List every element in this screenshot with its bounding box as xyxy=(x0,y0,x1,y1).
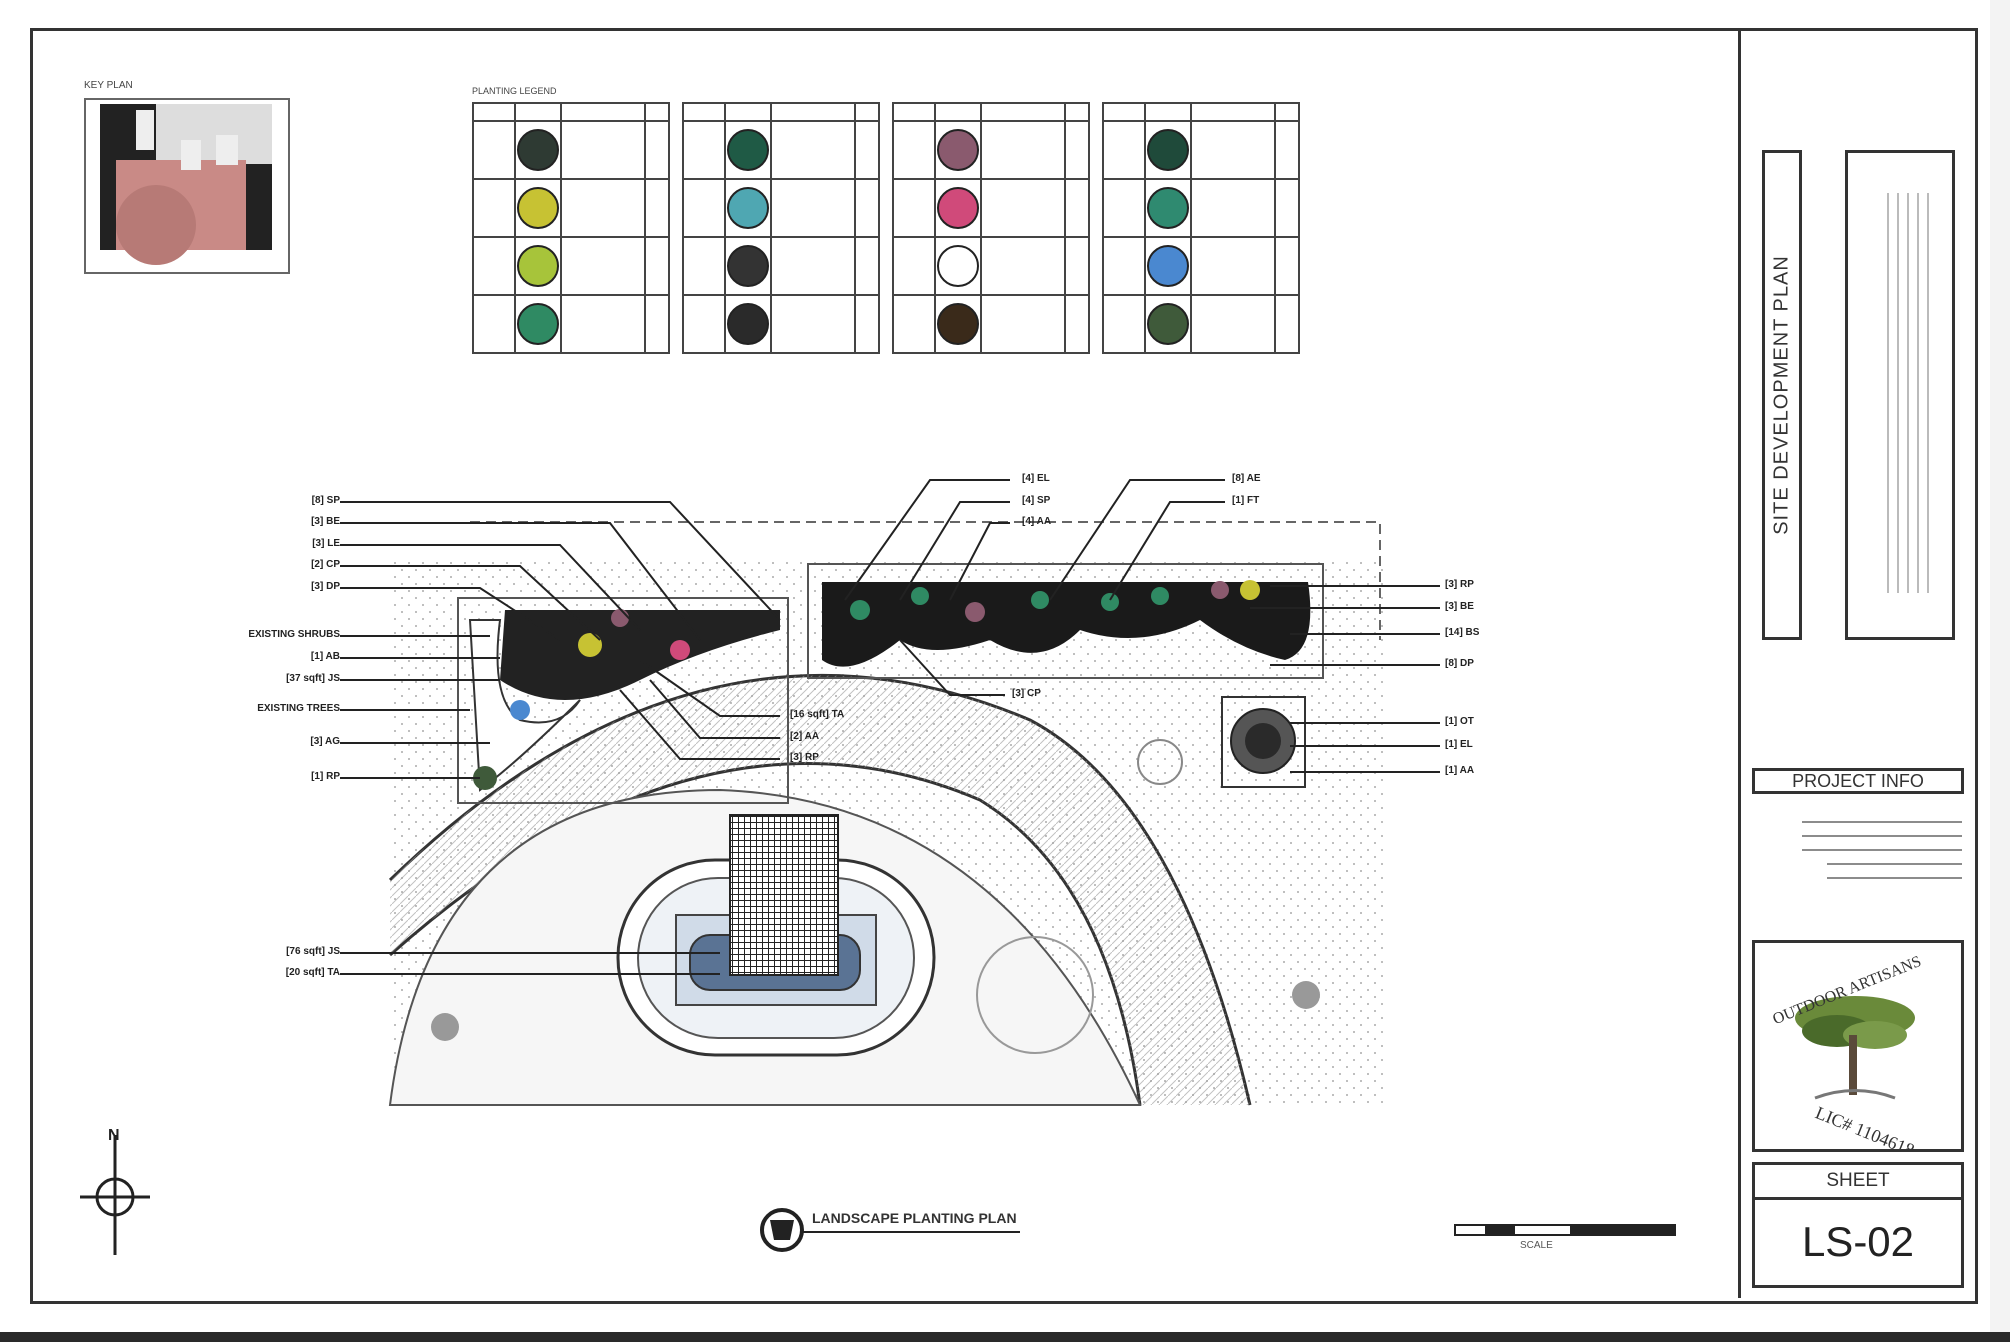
callout-label: [3] BE xyxy=(1445,601,1474,612)
callout-label: [8] AE xyxy=(1232,473,1261,484)
key-plan-label: KEY PLAN xyxy=(84,80,133,91)
legend-table xyxy=(892,102,1090,354)
plant-symbol-icon xyxy=(1147,187,1189,229)
callout-label: [1] RP xyxy=(311,771,340,782)
logo-text-bottom: LIC# 1104618 xyxy=(1813,1102,1918,1149)
callout-label: [2] AA xyxy=(790,731,820,742)
callout-label: [3] RP xyxy=(790,752,819,763)
sheet-title-vertical: SITE DEVELOPMENT PLAN xyxy=(1762,150,1802,640)
callout-label: [1] OT xyxy=(1445,716,1474,727)
project-info-lines xyxy=(1802,821,1962,879)
plant-symbol-icon xyxy=(937,245,979,287)
callout-label: [8] SP xyxy=(311,495,340,506)
plant-symbol-icon xyxy=(517,303,559,345)
company-logo-box: OUTDOOR ARTISANS LIC# 1104618 xyxy=(1752,940,1964,1160)
plant-legend-label: PLANTING LEGEND xyxy=(472,86,557,96)
callout-label: [2] CP xyxy=(311,559,340,570)
callout-label: EXISTING TREES xyxy=(257,703,340,714)
callout-label: [3] LE xyxy=(312,538,340,549)
callout-label: [16 sqft] TA xyxy=(790,709,845,720)
callout-label: EXISTING SHRUBS xyxy=(248,629,340,640)
window-edge xyxy=(1990,0,2010,1342)
plant-symbol-icon xyxy=(937,187,979,229)
callout-label: [1] AA xyxy=(1445,765,1475,776)
tree-logo-icon: OUTDOOR ARTISANS LIC# 1104618 xyxy=(1770,953,1923,1160)
legend-table xyxy=(682,102,880,354)
title-block-divider xyxy=(1738,28,1741,1298)
callout-label: [3] RP xyxy=(1445,579,1474,590)
callout-label: [1] FT xyxy=(1232,495,1260,506)
callout-label: [3] BE xyxy=(311,516,340,527)
sheet-label: SHEET xyxy=(1752,1162,1964,1200)
plant-symbol-icon xyxy=(727,245,769,287)
callout-label: [1] AB xyxy=(310,651,340,662)
callout-label: [8] DP xyxy=(1445,658,1474,669)
bottom-bar xyxy=(0,1332,2010,1342)
plant-symbol-icon xyxy=(517,245,559,287)
callout-label: [4] AA xyxy=(1022,516,1052,527)
sheet-number: LS-02 xyxy=(1752,1200,1964,1288)
legend-table xyxy=(1102,102,1300,354)
plant-symbol-icon xyxy=(727,187,769,229)
plant-symbol-icon xyxy=(727,129,769,171)
callout-label: [3] AG xyxy=(310,736,340,747)
plan-title: LANDSCAPE PLANTING PLAN xyxy=(812,1210,1017,1226)
callout-label: [14] BS xyxy=(1445,627,1480,638)
scale-label: SCALE xyxy=(1520,1240,1553,1251)
sheet-title-text: SITE DEVELOPMENT PLAN xyxy=(1770,255,1793,535)
callout-label: [76 sqft] JS xyxy=(286,946,340,957)
legend-table xyxy=(472,102,670,354)
plant-symbol-icon xyxy=(1147,303,1189,345)
notes-box xyxy=(1845,150,1955,640)
key-plan xyxy=(84,98,290,274)
callout-label: [3] CP xyxy=(1012,688,1041,699)
callout-label: [4] EL xyxy=(1022,473,1050,484)
svg-text:N: N xyxy=(108,1127,120,1144)
plant-symbol-icon xyxy=(1147,245,1189,287)
plant-symbol-icon xyxy=(937,129,979,171)
callout-label: [37 sqft] JS xyxy=(286,673,340,684)
plant-symbol-icon xyxy=(517,129,559,171)
plant-symbol-icon xyxy=(517,187,559,229)
plant-symbol-icon xyxy=(1147,129,1189,171)
callout-label: [3] DP xyxy=(311,581,340,592)
plant-symbol-icon xyxy=(727,303,769,345)
callout-label: [1] EL xyxy=(1445,739,1473,750)
callout-label: [4] SP xyxy=(1022,495,1051,506)
callout-label: [20 sqft] TA xyxy=(285,967,340,978)
plant-symbol-icon xyxy=(937,303,979,345)
project-info-title: PROJECT INFO xyxy=(1752,768,1964,794)
